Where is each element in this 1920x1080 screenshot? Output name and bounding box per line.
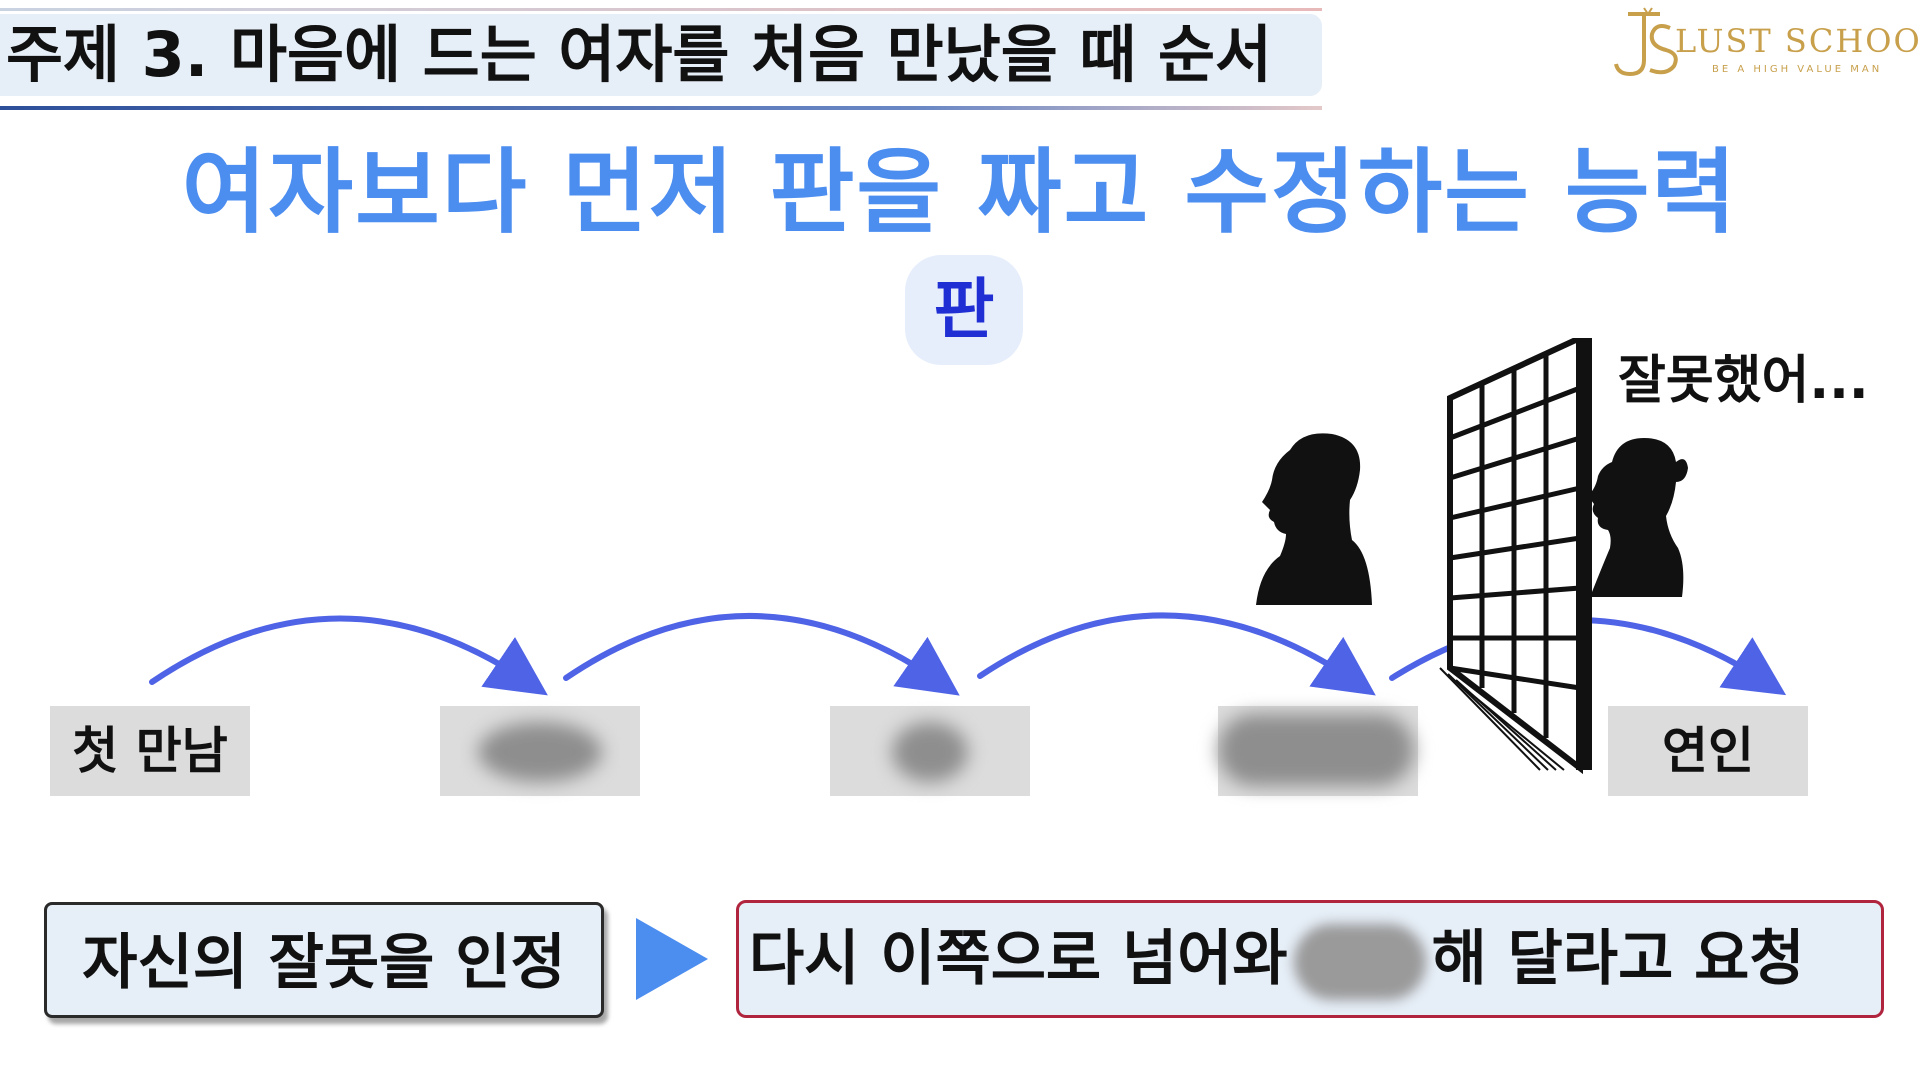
logo-tagline: BE A HIGH VALUE MAN (1712, 64, 1883, 75)
ls-monogram-logo-icon (1614, 7, 1678, 77)
logo-wordmark: LUST SCHOOL (1675, 22, 1920, 60)
request-suffix: 해 달라고 요청 (1431, 924, 1805, 994)
wall-icon (1439, 338, 1592, 775)
title-divider-bottom (0, 106, 1322, 110)
admit-mistake-box: 자신의 잘못을 인정 (44, 902, 604, 1018)
blurred-word (1293, 924, 1426, 1001)
board-badge: 판 (905, 255, 1023, 365)
title-divider-top (0, 8, 1322, 11)
step-lovers: 연인 (1608, 706, 1808, 796)
headline: 여자보다 먼저 판을 짜고 수정하는 능력 (181, 139, 1739, 246)
blurred-label (892, 722, 968, 782)
step-hidden-2 (830, 706, 1030, 796)
step-hidden-3 (1218, 706, 1418, 796)
flow-arrow-2 (563, 613, 960, 696)
flow-arrow-1 (149, 615, 548, 696)
woman-silhouette-icon (1588, 438, 1688, 597)
play-arrow-icon (636, 918, 708, 1000)
man-silhouette-icon (1256, 433, 1372, 605)
step-first-meeting: 첫 만남 (50, 706, 250, 796)
request-prefix: 다시 이쪽으로 넘어와 (749, 924, 1288, 994)
flow-arrow-3 (977, 612, 1376, 696)
topic-title: 주제 3. 마음에 드는 여자를 처음 만났을 때 순서 (0, 14, 1322, 96)
blurred-label (478, 722, 602, 782)
speech-text: 잘못했어... (1618, 351, 1869, 411)
blurred-label (1218, 714, 1414, 786)
request-box: 다시 이쪽으로 넘어와 해 달라고 요청 (736, 900, 1884, 1018)
step-hidden-1 (440, 706, 640, 796)
